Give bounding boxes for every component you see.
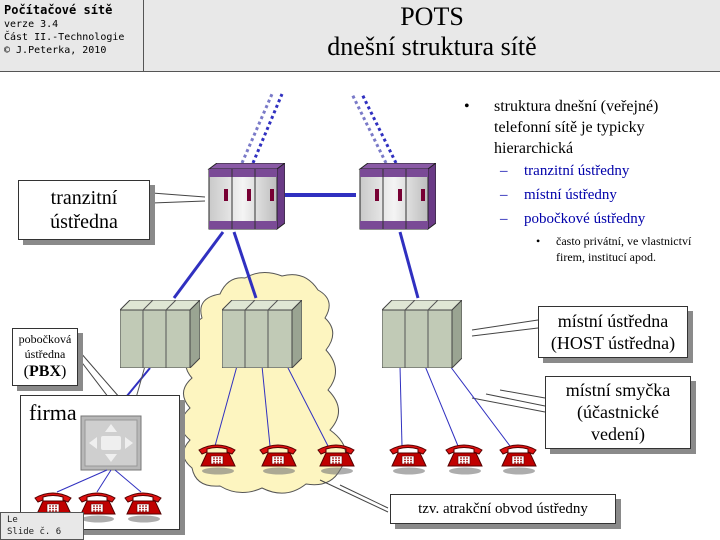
bullet-list: struktura dnešní (veřejné) telefonní sít… <box>462 96 712 265</box>
local-loop-label: místní smyčka (účastnické vedení) <box>545 376 691 449</box>
pbx-abbr: (PBX) <box>13 362 77 382</box>
paren-open: ( <box>23 363 29 380</box>
bullet-sub: místní ústředny <box>462 183 712 207</box>
local-exchange-left <box>120 300 200 368</box>
bullet-main: struktura dnešní (veřejné) telefonní sít… <box>462 96 712 159</box>
label-line: místní smyčka <box>565 380 671 400</box>
author-text: © J.Peterka, 2010 <box>4 45 107 56</box>
label-line: vedení) <box>591 424 645 444</box>
pbx-label: pobočková ústředna (PBX) <box>12 328 78 386</box>
pbx-text: PBX <box>29 363 61 380</box>
label-line: tranzitní <box>50 187 118 209</box>
local-exchange-label: místní ústředna (HOST ústředna) <box>538 306 688 358</box>
transit-exchange-left <box>208 163 285 230</box>
paren-close: ) <box>61 363 67 380</box>
transit-exchange-right <box>359 163 436 230</box>
attraction-circuit-label: tzv. atrakční obvod ústředny <box>390 494 616 524</box>
part-text: Část II.-Technologie <box>4 32 125 43</box>
firma-box: firma <box>20 395 180 530</box>
phone-icon <box>389 444 427 476</box>
page-title: POTS <box>400 2 464 31</box>
footer-line: Le <box>7 515 18 525</box>
phone-icon <box>124 492 162 524</box>
label-line: ústředna <box>50 211 118 233</box>
version-text: verze 3.4 <box>4 19 59 30</box>
footer-line: Slide č. 6 <box>7 527 62 537</box>
phone-icon <box>78 492 116 524</box>
course-name: Počítačové sítě <box>4 3 113 17</box>
bullet-sub: pobočkové ústředny <box>462 207 712 231</box>
page-subtitle: dnešní struktura sítě <box>327 32 537 61</box>
local-exchange-right <box>382 300 462 368</box>
phone-icon <box>445 444 483 476</box>
label-line: (účastnické <box>577 402 659 422</box>
phone-icon <box>499 444 537 476</box>
transit-exchange-label: tranzitní ústředna <box>18 180 150 240</box>
bullet-sub: tranzitní ústředny <box>462 159 712 183</box>
local-exchange-center <box>222 300 302 368</box>
firma-label: firma <box>29 400 77 425</box>
label-line: ústředna <box>24 347 66 361</box>
course-info-box: Počítačové sítě verze 3.4 Část II.-Techn… <box>0 0 144 72</box>
slide-footer: Le Slide č. 6 <box>0 512 84 540</box>
label-line: (HOST ústředna) <box>550 333 676 353</box>
label-line: pobočková <box>18 332 72 346</box>
title-box: POTS dnešní struktura sítě <box>144 0 720 72</box>
label-line: místní ústředna <box>557 311 669 331</box>
bullet-subsub: často privátní, ve vlastnictví firem, in… <box>462 233 712 265</box>
pbx-diagram <box>34 415 162 524</box>
